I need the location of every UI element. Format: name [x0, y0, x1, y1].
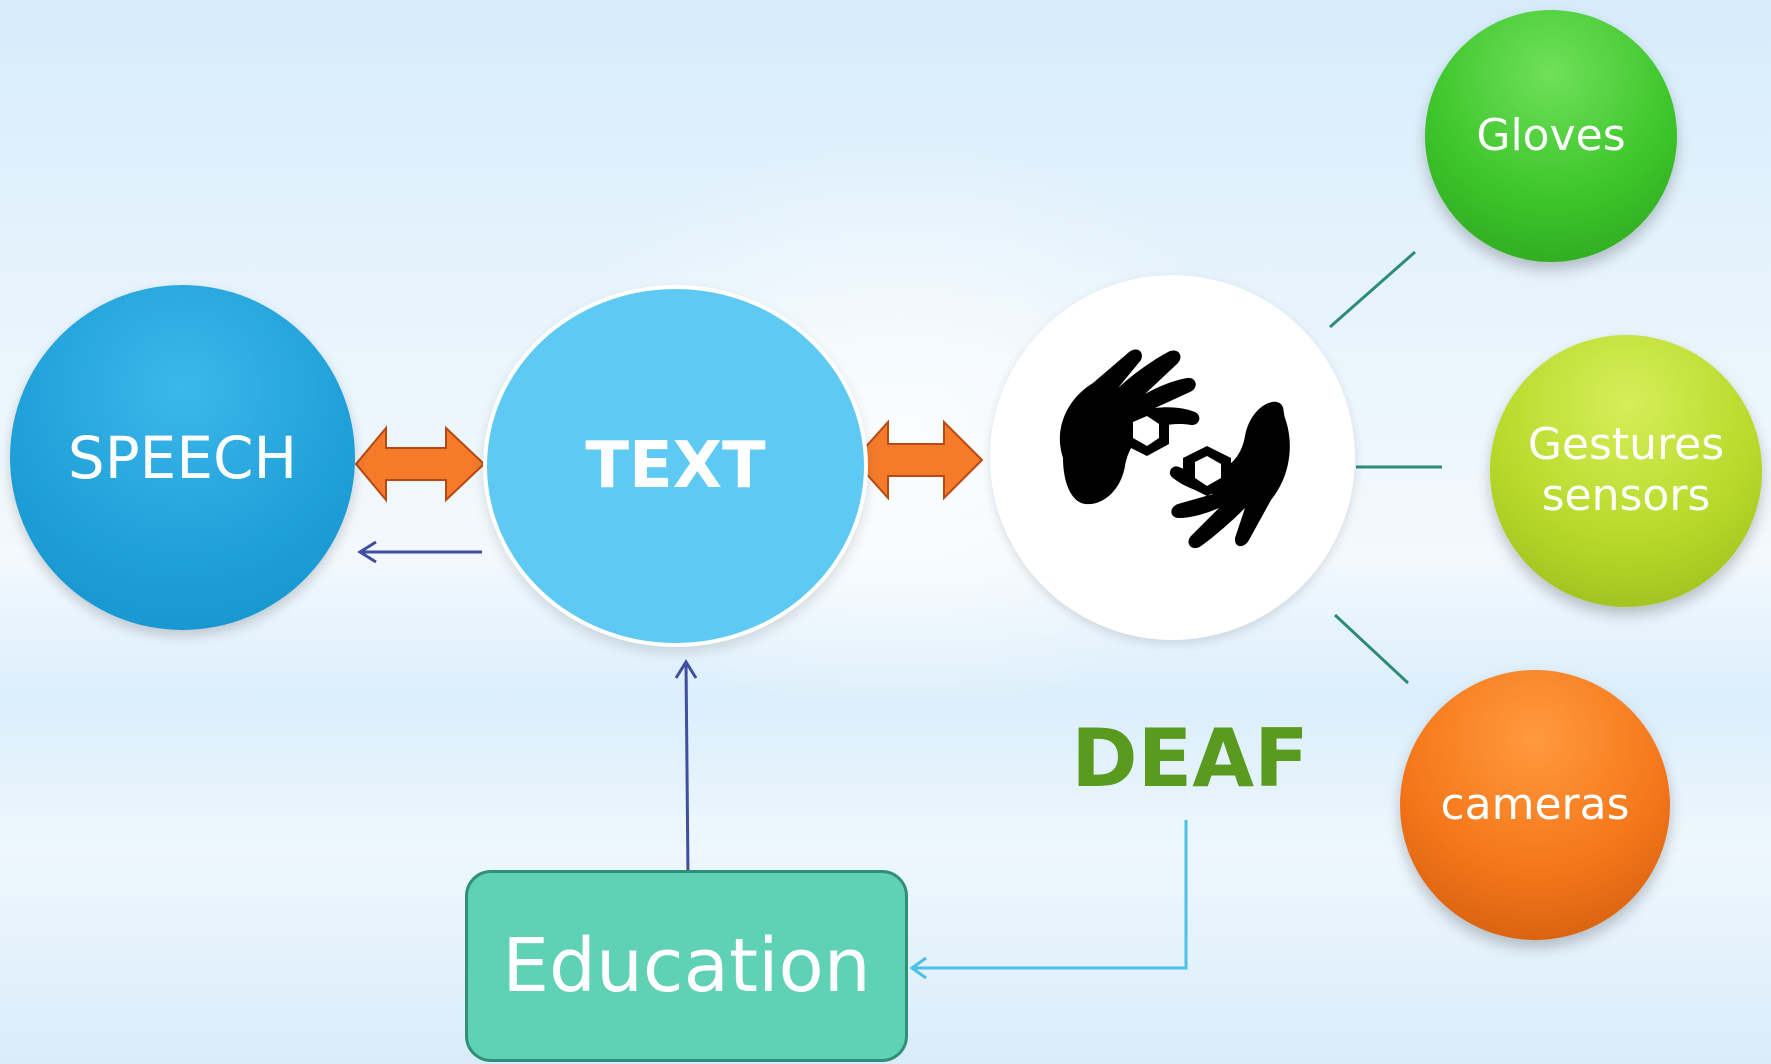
education-label: Education	[502, 923, 871, 1009]
cameras-label: cameras	[1440, 778, 1630, 830]
text-label: TEXT	[585, 429, 766, 503]
gestures-label-line2: sensors	[1541, 470, 1711, 521]
gloves-node: Gloves	[1425, 10, 1677, 262]
arrow-education-to-text	[674, 659, 698, 877]
speech-label: SPEECH	[67, 423, 298, 492]
arrow-deaf-to-education	[909, 820, 1188, 980]
education-node: Education	[465, 870, 908, 1062]
deaf-label: DEAF	[1071, 712, 1309, 805]
cameras-node: cameras	[1400, 670, 1670, 940]
text-node: TEXT	[483, 285, 868, 647]
gestures-label-line1: Gestures	[1527, 419, 1725, 471]
gestures-sensors-node: Gestures sensors	[1490, 335, 1762, 607]
connector-gloves	[1329, 250, 1416, 329]
connector-cameras	[1333, 613, 1410, 685]
deaf-symbol-node	[990, 275, 1355, 640]
arrow-text-to-speech	[357, 540, 482, 564]
speech-node: SPEECH	[10, 285, 355, 630]
sign-language-hands-icon	[1059, 348, 1290, 548]
double-arrow-text-deaf	[852, 419, 984, 501]
double-arrow-speech-text	[354, 425, 486, 503]
gloves-label: Gloves	[1476, 109, 1626, 161]
